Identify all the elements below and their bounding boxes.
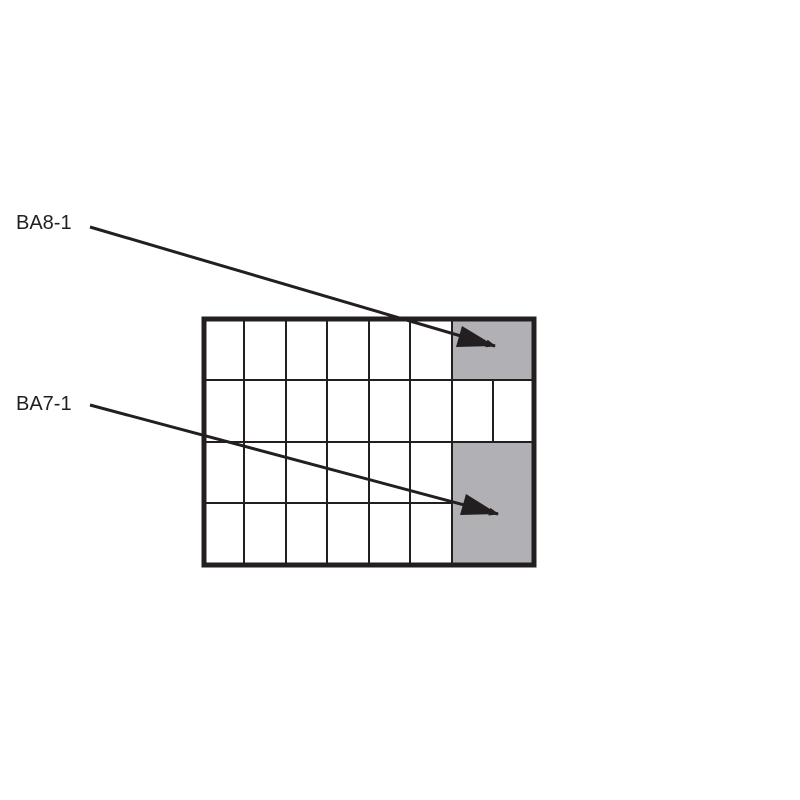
- label-ba8-1: BA8-1: [16, 212, 72, 234]
- label-ba7-1: BA7-1: [16, 393, 72, 415]
- highlighted-cells: [452, 319, 534, 565]
- arrowhead-ba8-1: [456, 326, 495, 347]
- arrow-ba8-1: [89, 225, 496, 348]
- grid-outer-border: [201, 316, 537, 568]
- arrow-ba7-1: [89, 403, 499, 516]
- arrowhead-ba7-1: [460, 494, 498, 515]
- grid-lines: [204, 319, 534, 565]
